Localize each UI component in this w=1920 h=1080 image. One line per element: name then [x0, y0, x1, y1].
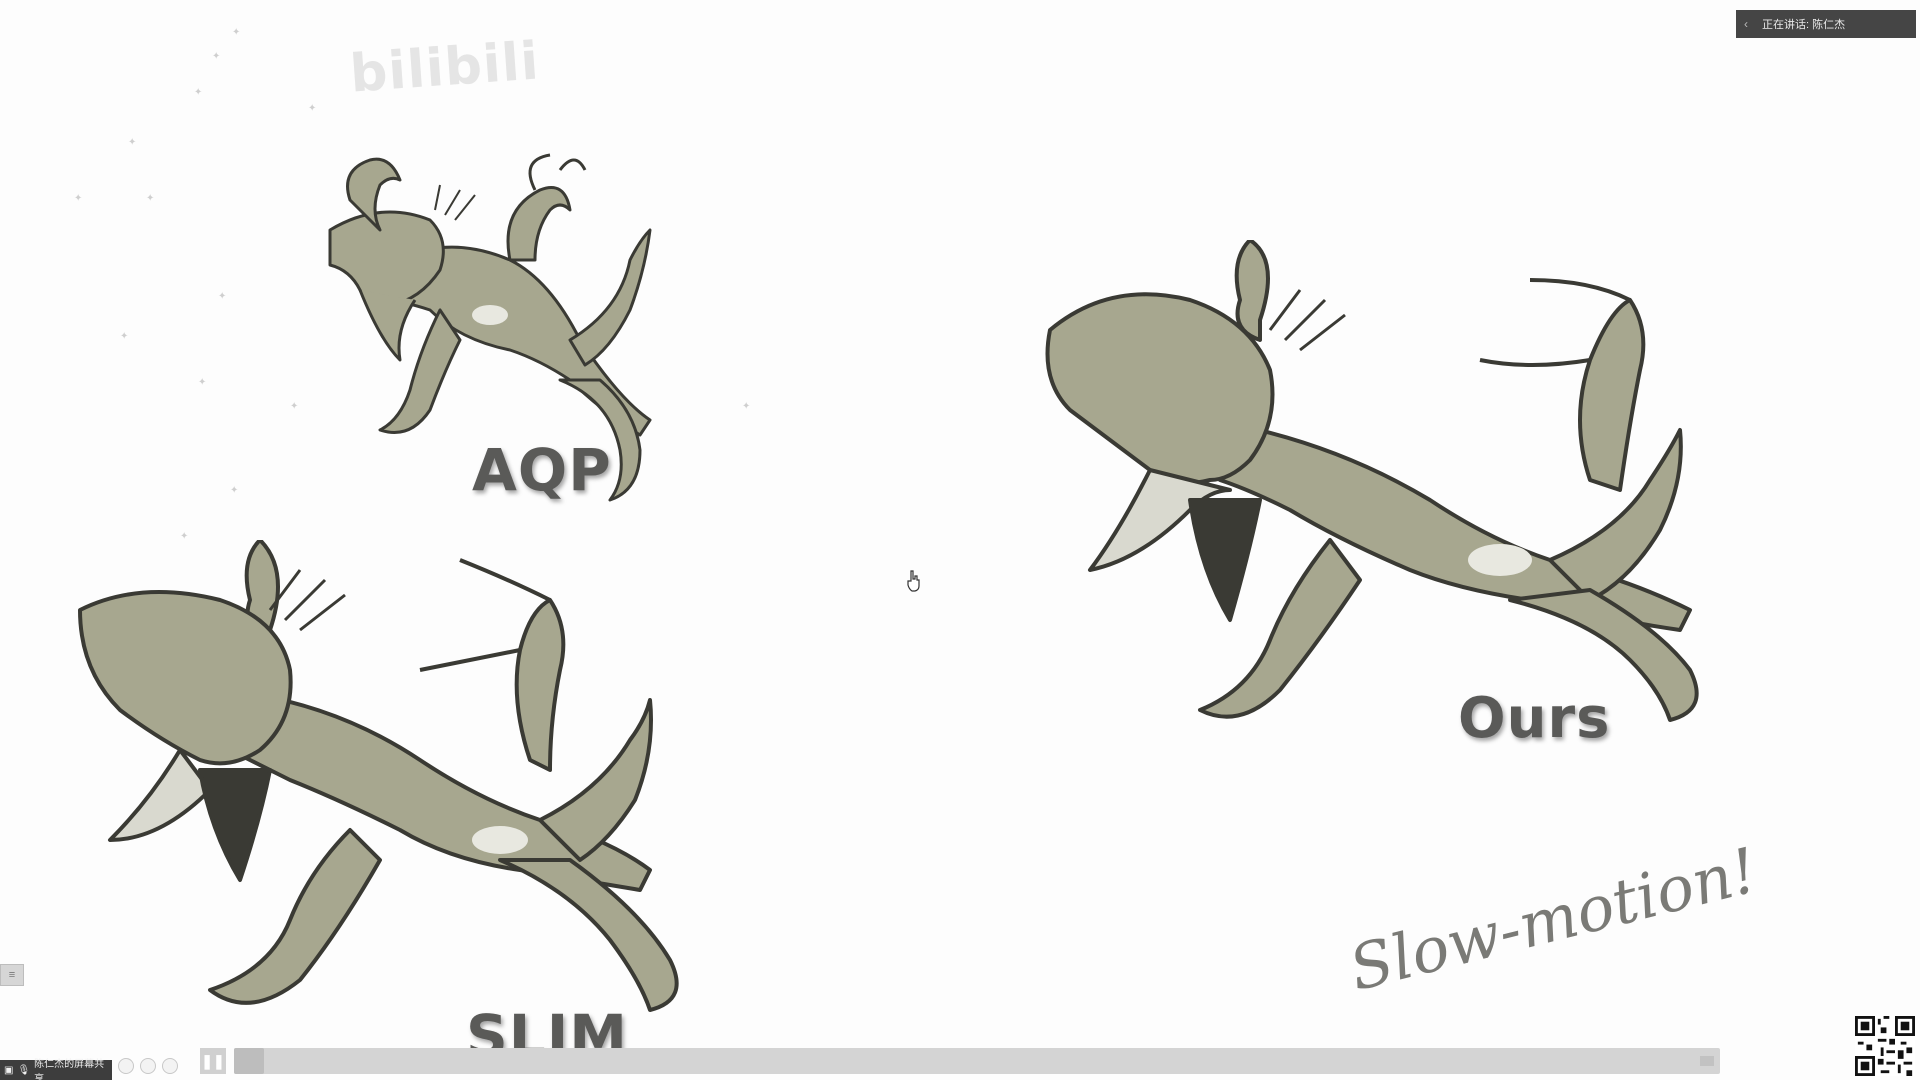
sparkle-decoration: ✦ [230, 485, 239, 496]
sparkle-decoration: ✦ [74, 193, 83, 204]
progress-track[interactable] [234, 1048, 1720, 1074]
playback-bar: ▣ 🎙 陈仁杰的屏幕共享 ❚❚ [0, 1044, 1920, 1080]
camera-icon[interactable] [118, 1058, 134, 1074]
pause-button[interactable]: ❚❚ [200, 1048, 226, 1074]
progress-fill [234, 1048, 264, 1074]
sparkle-decoration: ✦ [180, 531, 189, 542]
qr-code [1855, 1016, 1915, 1076]
screen-share-chip[interactable]: ▣ 🎙 陈仁杰的屏幕共享 [0, 1059, 112, 1080]
menu-icon: ≡ [8, 969, 16, 981]
pause-icon: ❚❚ [201, 1052, 225, 1069]
speaking-indicator-bar[interactable]: ‹ 正在讲话: 陈仁杰 [1736, 10, 1916, 38]
sparkle-decoration: ✦ [212, 51, 221, 62]
microphone-icon: 🎙 [17, 1064, 31, 1076]
hand-cursor-icon [907, 570, 920, 592]
control-icon-group [118, 1058, 178, 1074]
sparkle-decoration: ✦ [308, 103, 317, 114]
sparkle-decoration: ✦ [290, 401, 299, 412]
creature-slim-illustration [78, 540, 679, 1012]
method-label-aqp: AQP [472, 436, 612, 504]
sparkle-decoration: ✦ [198, 377, 207, 388]
creature-aqp-illustration [328, 153, 652, 502]
volume-icon[interactable] [1700, 1056, 1714, 1066]
slow-motion-caption: Slow-motion! [1342, 833, 1765, 1005]
speaker-label: 正在讲话: 陈仁杰 [1762, 19, 1846, 31]
side-panel-toggle[interactable]: ≡ [0, 964, 24, 986]
settings-icon[interactable] [162, 1058, 178, 1074]
sparkle-decoration: ✦ [194, 87, 203, 98]
sparkle-decoration: ✦ [218, 291, 227, 302]
bilibili-watermark: bilibili [348, 31, 542, 105]
screen-share-label: 陈仁杰的屏幕共享 [34, 1059, 105, 1080]
screen-share-icon: ▣ [4, 1064, 14, 1076]
chevron-left-icon[interactable]: ‹ [1744, 17, 1748, 31]
zoom-icon[interactable] [140, 1058, 156, 1074]
sparkle-decoration: ✦ [128, 137, 137, 148]
sparkle-decoration: ✦ [146, 193, 155, 204]
sparkle-decoration: ✦ [232, 27, 241, 38]
method-label-ours: Ours [1458, 686, 1611, 751]
creature-ours-illustration [1045, 240, 1699, 722]
sparkle-decoration: ✦ [742, 401, 751, 412]
sparkle-decoration: ✦ [120, 331, 129, 342]
